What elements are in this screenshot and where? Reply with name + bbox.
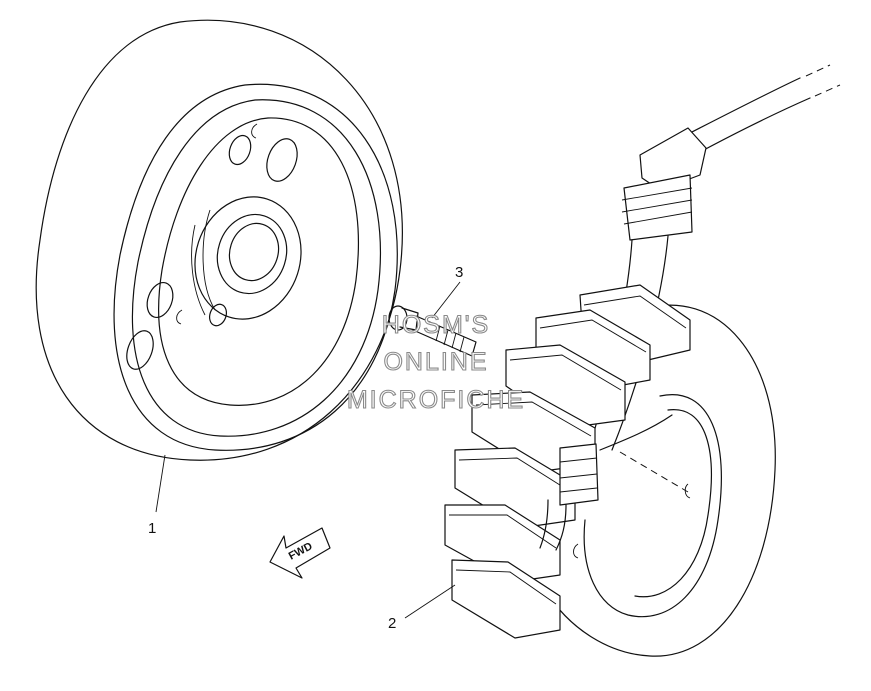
callout-number-1: 1 — [148, 520, 156, 537]
watermark: HOSM'S ONLINE MICROFICHE — [346, 310, 525, 414]
flywheel-rotor — [35, 19, 403, 461]
watermark-line-2: ONLINE — [383, 348, 488, 376]
wire-harness — [589, 64, 841, 451]
callout-leader-2 — [404, 584, 456, 619]
callout-leader-1 — [155, 454, 166, 513]
stator — [444, 284, 776, 657]
watermark-line-3: MICROFICHE — [347, 386, 525, 414]
callout-leader-3 — [431, 281, 461, 319]
bolt — [388, 305, 477, 357]
forward-arrow-icon: FWD — [269, 527, 331, 579]
watermark-line-1: HOSM'S — [382, 311, 490, 339]
callout-number-2: 2 — [388, 615, 396, 632]
callout-number-3: 3 — [455, 264, 463, 281]
